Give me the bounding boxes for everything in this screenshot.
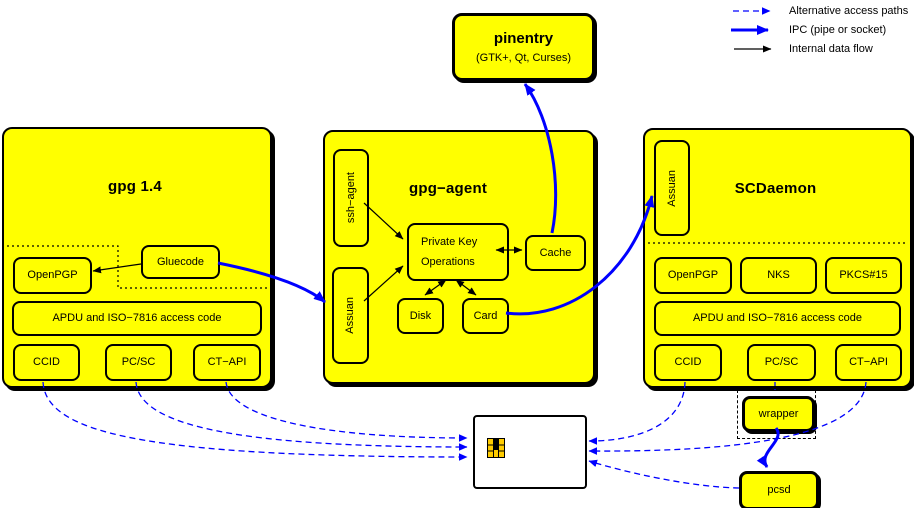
node-scd-nks: NKS [740,257,817,294]
edge-gpg14-pcsc-card [135,381,468,451]
node-gpg14-ccid: CCID [13,344,80,381]
node-agent-assuan: Assuan [332,267,369,364]
gpg-agent-title: gpg−agent [408,180,488,197]
edge-pcsd-card [588,459,740,489]
node-scd-apdu: APDU and ISO−7816 access code [654,301,901,336]
node-agent-cache: Cache [525,235,586,271]
smartcard [473,415,587,489]
pinentry-box: pinentry (GTK+, Qt, Curses) [452,13,595,81]
edge-gpg14-ccid-card [42,381,468,461]
node-scd-pcsc: PC/SC [747,344,816,381]
agent-assuan-label: Assuan [344,297,356,334]
pko-line2: Operations [421,255,475,268]
smartcard-chip-icon [487,438,505,458]
node-gpg14-pcsc: PC/SC [105,344,172,381]
node-private-key-operations: Private Key Operations [407,223,509,281]
scdaemon-title: SCDaemon [734,180,817,197]
legend-ipc-label: IPC (pipe or socket) [789,24,887,36]
node-scd-openpgp: OpenPGP [654,257,732,294]
edge-scd-ctapi-card [588,381,867,455]
node-gpg14-gluecode: Gluecode [141,245,220,279]
node-scd-ccid: CCID [654,344,722,381]
gpg14-title: gpg 1.4 [108,178,162,195]
node-scd-assuan: Assuan [654,140,690,236]
node-gpg14-ctapi: CT−API [193,344,261,381]
legend-internal-label: Internal data flow [789,43,873,55]
pinentry-subtitle: (GTK+, Qt, Curses) [475,52,572,64]
node-scd-pkcs15: PKCS#15 [825,257,902,294]
node-agent-disk: Disk [397,298,444,334]
pinentry-title: pinentry [493,30,554,47]
node-gpg14-openpgp: OpenPGP [13,257,92,294]
ssh-agent-label: ssh−agent [344,172,357,224]
pko-line1: Private Key [421,235,478,248]
node-agent-ssh-agent: ssh−agent [333,149,369,247]
scd-assuan-label: Assuan [665,169,678,207]
node-gpg14-apdu: APDU and ISO−7816 access code [12,301,262,336]
node-agent-card: Card [462,298,509,334]
node-wrapper: wrapper [742,396,815,432]
edge-gpg14-ctapi-card [225,381,468,442]
legend-alternative-label: Alternative access paths [789,5,909,17]
edge-scd-ccid-card [588,381,686,445]
node-pcsd: pcsd [739,471,819,508]
node-scd-ctapi: CT−API [835,344,902,381]
